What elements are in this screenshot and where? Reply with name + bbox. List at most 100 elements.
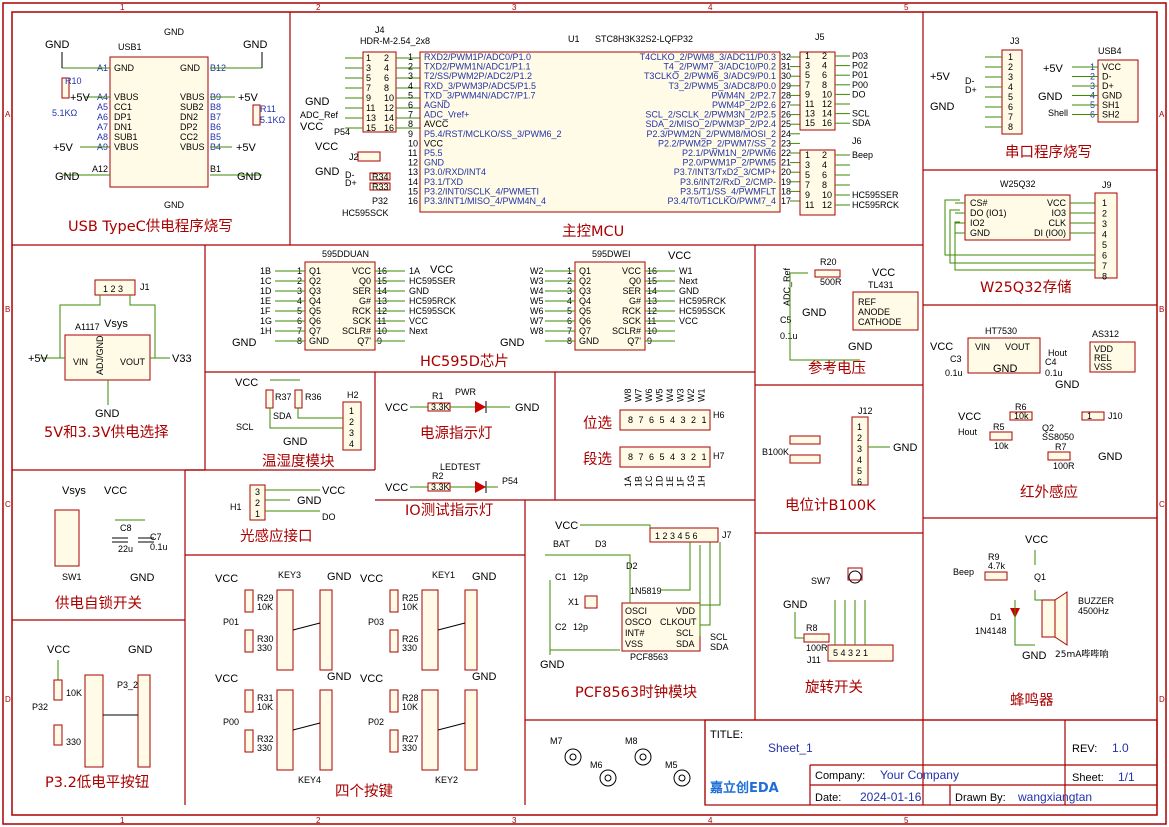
j5-pin: 14 [822,109,832,119]
u595-pin: Q5 [579,306,591,316]
u1-pin: AGND [424,100,451,110]
svg-text:D+: D+ [965,85,977,95]
svg-text:GND: GND [515,402,540,414]
u595-pin: G# [629,296,641,306]
svg-text:Sheet:: Sheet: [1072,772,1104,784]
j5-pin: 16 [822,118,832,128]
usb1-pinnum: A6 [97,112,108,122]
ruler-row-letter: C [1159,500,1165,509]
svg-text:ADC_Ref: ADC_Ref [300,110,339,120]
resistor-val: 10K [402,602,418,612]
svg-text:VCC: VCC [322,485,345,497]
u1-pin: SCL_2/SCLK_2/PWM3N_2/P2.5 [645,110,776,120]
j4-pin: 8 [384,83,389,93]
svg-text:VOUT: VOUT [120,357,146,367]
usb1-pin: GND [114,63,135,73]
svg-text:595DWEI: 595DWEI [592,249,631,259]
svg-text:VCC: VCC [300,121,323,133]
u1-pin: P3.7/INT3/TxD2_3/CMP+ [674,167,776,177]
svg-text:REF: REF [858,297,877,307]
section-vref: 参考电压 [808,360,866,377]
svg-text:B1: B1 [210,164,221,174]
u595-net: HC595RCK [679,296,726,306]
svg-text:C4: C4 [1045,357,1057,367]
j6-pin: 8 [822,180,827,190]
svg-text:GND: GND [164,27,185,37]
u1-pinnum: 11 [408,148,417,158]
j5-pin: 10 [822,89,832,99]
section-pot: 电位计B100K [785,497,876,514]
port-label: P02 [368,717,384,727]
section-ir: 红外感应 [1020,483,1078,501]
svg-text:M7: M7 [550,736,563,746]
j5-net: SCL [852,109,870,119]
svg-text:Vsys: Vsys [104,318,128,330]
j4-pin: 15 [366,123,376,133]
section-io-led: IO测试指示灯 [405,502,493,519]
u1-pin: P2.1/PWM1N_2/PWM6 [682,148,776,158]
key-body [276,589,294,671]
svg-text:VCC: VCC [315,141,338,153]
svg-text:VCC: VCC [47,644,70,656]
u595-net: GND [409,286,430,296]
io-led-block: VCC R2 3.3K LEDTEST P54 IO测试指示灯 [385,462,518,519]
resistor [389,629,399,653]
u595-pin: GND [309,336,330,346]
resistor-ref: R28 [402,693,419,703]
svg-text:1 2 3 4 5 6: 1 2 3 4 5 6 [655,531,698,541]
resistor [244,629,254,653]
j5-pin: 9 [805,89,810,99]
j5-pin: 7 [805,80,810,90]
u595-pin: Q7 [309,326,321,336]
header-net: W2 [686,389,696,403]
svg-text:Hout: Hout [1048,348,1068,358]
u595-net: 1H [260,326,272,336]
svg-text:HT7530: HT7530 [985,326,1017,336]
u595-net: Next [679,276,698,286]
svg-text:+5V: +5V [1043,63,1064,75]
j6-pin: 2 [822,150,827,160]
vref-block: TL431 REF ANODE CATHODE R20 500R VCC ADC… [780,257,919,377]
j6-pin: 1 [805,150,810,160]
section-temp: 温湿度模块 [262,453,335,470]
svg-text:B100K: B100K [762,447,789,457]
svg-text:100R: 100R [1053,461,1075,471]
j6-pin: 4 [822,160,827,170]
temp-block: H2 12 34 R37 R36 VCC SDA SCL GND 温湿度模块 [235,377,362,470]
u1-pinnum: 17 [781,196,791,206]
u595-net: HC595SCK [409,306,456,316]
usb1-ref: USB1 [118,42,142,52]
svg-text:J6: J6 [852,136,862,146]
svg-text:wangxiangtan: wangxiangtan [1017,790,1092,804]
svg-text:SCL: SCL [676,628,694,638]
svg-text:VOUT: VOUT [1005,342,1031,352]
svg-text:M8: M8 [625,736,638,746]
svg-text:1: 1 [255,509,260,519]
pcf8563-block: PCF8563 OSCI OSCO INT# VSS VDD CLKOUT SC… [540,520,732,701]
header-net: 1G [686,475,696,487]
u1-pinnum: 30 [781,71,791,81]
usb1-pin: CC2 [180,132,198,142]
header-pin: 5 [660,415,665,425]
resistor-val: 330 [402,643,417,653]
u595-pin: Q7' [357,336,371,346]
svg-text:CLKOUT: CLKOUT [660,617,697,627]
svg-text:GND: GND [540,659,565,671]
buzzer-block: VCC R9 4.7k Beep Q1 D1 1N4148 BUZZER 450… [953,534,1115,709]
svg-text:P32: P32 [372,196,388,206]
ruler-column-number: 5 [904,3,909,12]
j3-pin: 2 [1008,62,1013,72]
svg-text:VCC: VCC [555,520,578,532]
svg-text:SDA: SDA [676,639,695,649]
gnd-label: GND [472,671,497,683]
svg-text:Your Company: Your Company [880,768,959,782]
power-select-block: J1 1 2 3 A1117 Vsys VIN ADJ/GND VOUT +5V… [28,279,192,441]
svg-text:22u: 22u [118,544,133,554]
u595-net: W2 [530,266,544,276]
u595-pin: Q1 [579,266,591,276]
svg-text:+5V: +5V [53,142,74,154]
section-serial: 串口程序烧写 [1005,144,1092,161]
svg-text:HDR-M-2.54_2x8: HDR-M-2.54_2x8 [360,36,430,46]
wire [437,622,466,631]
